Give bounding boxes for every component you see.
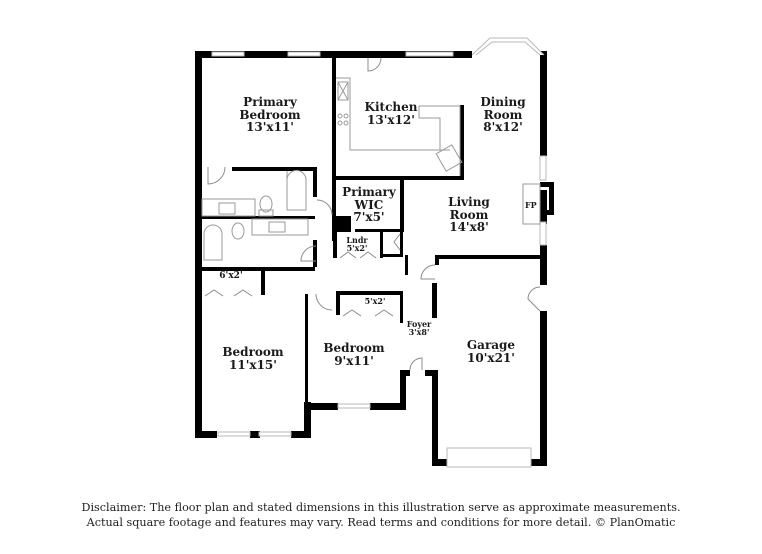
room-name: Bedroom <box>323 341 385 355</box>
room-label-dining-room: Dining Room 8'x12' <box>480 96 525 134</box>
room-name: Room <box>449 207 489 222</box>
exterior-walls <box>195 51 554 466</box>
interior-walls <box>195 51 541 406</box>
room-label-kitchen: Kitchen 13'x12' <box>365 101 418 126</box>
room-label-garage: Garage 10'x21' <box>467 339 515 364</box>
room-label-laundry: Lndr 5'x2' <box>346 236 367 253</box>
fireplace-label: FP <box>525 200 537 210</box>
room-dimensions: 10'x21' <box>467 350 515 365</box>
room-label-closet-bedroom-2: 6'x2' <box>219 271 243 281</box>
disclaimer: Disclaimer: The floor plan and stated di… <box>0 500 762 530</box>
room-name: Primary <box>342 185 396 199</box>
room-dimensions: 8'x12' <box>483 120 523 135</box>
room-name: Garage <box>466 338 516 352</box>
room-name: Room <box>483 107 523 122</box>
room-name: Living <box>448 195 490 209</box>
room-label-foyer: Foyer 3'x8' <box>407 320 432 337</box>
room-dimensions: 7'x5' <box>353 210 385 225</box>
room-label-bedroom-2: Bedroom 11'x15' <box>222 346 283 371</box>
room-name: Dining <box>480 95 526 109</box>
windows <box>211 37 547 468</box>
room-dimensions: 3'x8' <box>408 327 430 338</box>
room-dimensions: 6'x2' <box>219 271 243 281</box>
room-name: Primary <box>243 95 297 109</box>
room-dimensions: 13'x12' <box>367 112 415 127</box>
room-dimensions: 5'x2' <box>364 296 386 306</box>
room-name: Lndr <box>346 235 368 245</box>
disclaimer-line-2: Actual square footage and features may v… <box>86 516 676 529</box>
room-dimensions: 9'x11' <box>334 353 374 368</box>
room-name: Foyer <box>406 319 432 329</box>
room-dimensions: 14'x8' <box>449 220 489 235</box>
room-label-primary-bedroom: Primary Bedroom 13'x11' <box>239 96 300 134</box>
fixtures <box>201 77 541 261</box>
room-dimensions: 11'x15' <box>229 357 277 372</box>
room-name: Bedroom <box>222 345 284 359</box>
disclaimer-line-1: Disclaimer: The floor plan and stated di… <box>81 501 681 514</box>
room-label-closet-bedroom-3: 5'x2' <box>364 296 386 306</box>
room-label-primary-wic: Primary WIC 7'x5' <box>342 186 396 224</box>
room-label-living-room: Living Room 14'x8' <box>448 196 490 234</box>
doors <box>204 57 541 371</box>
room-name: Bedroom <box>239 107 301 122</box>
room-dimensions: 5'x2' <box>346 243 368 254</box>
room-name: WIC <box>354 197 384 212</box>
room-label-bedroom-3: Bedroom 9'x11' <box>323 342 384 367</box>
room-dimensions: 13'x11' <box>246 120 294 135</box>
room-name: Kitchen <box>364 100 418 114</box>
